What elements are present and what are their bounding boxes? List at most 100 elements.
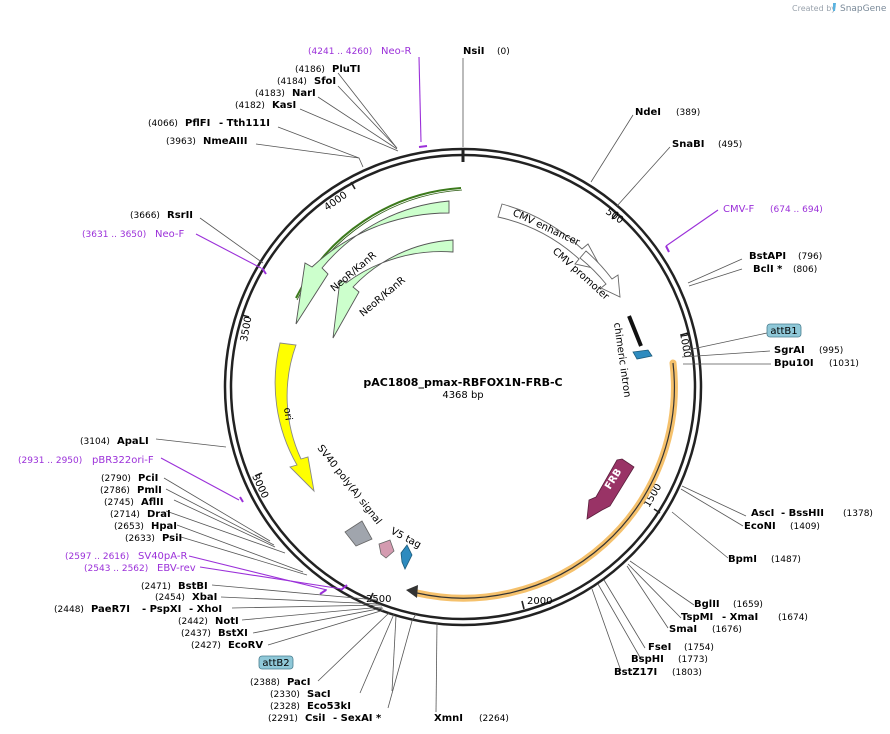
primer-sv40pa-r-name: SV40pA-R xyxy=(138,551,187,562)
site-paci-pos: (2388) xyxy=(250,678,280,688)
site-eco53ki-name: Eco53kI xyxy=(307,701,351,712)
site-eco53ki-pos: (2328) xyxy=(270,702,300,712)
site-bglii-name: BglII xyxy=(694,599,720,610)
tick-label-2500: 2500 xyxy=(366,594,391,605)
ori-label: ori xyxy=(281,407,294,421)
attb2-label: attB2 xyxy=(262,658,289,669)
site-bpu10i-name: Bpu10I xyxy=(774,358,814,369)
primer-cmv-f-name: CMV-F xyxy=(723,204,754,215)
site-sexai-name: - SexAI * xyxy=(333,713,382,724)
site-csii-pos: (2291) xyxy=(268,714,298,724)
site-pmli-name: PmlI xyxy=(137,485,162,496)
site-bstbi-name: BstBI xyxy=(178,581,208,592)
site-bsphi-name: BspHI xyxy=(631,654,664,665)
site-pflfi-name: PflFI xyxy=(185,118,210,129)
site-snabi-pos: (495) xyxy=(718,140,742,150)
site-csii-name: CsiI xyxy=(305,713,325,724)
site-ndei-pos: (389) xyxy=(676,108,700,118)
site-fsei-name: FseI xyxy=(648,642,671,653)
site-nari-name: NarI xyxy=(292,88,316,99)
chimeric-intron-mark xyxy=(627,315,643,347)
cmv-enhancer-label: CMV enhancer xyxy=(511,208,582,249)
site-xbai-pos: (2454) xyxy=(155,593,185,603)
site-bsshii-name: - BssHII xyxy=(781,508,824,519)
site-asci-pos: (1378) xyxy=(843,509,873,519)
primer-sv40pa-r-range: (2597 .. 2616) xyxy=(65,552,129,562)
site-pmli-pos: (2786) xyxy=(100,486,130,496)
site-ecorv-pos: (2427) xyxy=(191,641,221,651)
cmv-promoter-arrow xyxy=(579,250,621,298)
site-nari-pos: (4183) xyxy=(255,89,285,99)
primer-ebv-rev-name: EBV-rev xyxy=(157,563,196,574)
site-bstbi-pos: (2471) xyxy=(141,582,171,592)
site-pspxi-name: - PspXI xyxy=(142,604,181,615)
brand-created-by: Created by xyxy=(792,4,836,13)
attb1-label: attB1 xyxy=(770,326,797,337)
site-hpai-name: HpaI xyxy=(151,521,177,532)
site-ndei-name: NdeI xyxy=(635,107,661,118)
primer-cmv-f-range: (674 .. 694) xyxy=(770,205,823,215)
primer-neo-f-name: Neo-F xyxy=(155,229,185,240)
site-psii-name: PsiI xyxy=(162,533,182,544)
site-bpu10i-pos: (1031) xyxy=(829,359,859,369)
neor-kanr-arrow-1 xyxy=(295,200,450,325)
tick-label-1000: 1000 xyxy=(677,332,692,359)
site-bcli-pos: (806) xyxy=(793,265,817,275)
site-paer7i-name: PaeR7I xyxy=(91,604,130,615)
site-aflii-name: AflII xyxy=(141,497,164,508)
attb1-box xyxy=(766,323,802,338)
site-rsrii-name: RsrII xyxy=(167,210,193,221)
site-xmai-name: - XmaI xyxy=(722,612,758,623)
site-bpmi-name: BpmI xyxy=(728,554,757,565)
site-bpmi-pos: (1487) xyxy=(771,555,801,565)
site-paci-name: PacI xyxy=(287,677,310,688)
site-snabi-name: SnaBI xyxy=(672,139,704,150)
site-saci-pos: (2330) xyxy=(270,690,300,700)
attb2-box xyxy=(258,655,294,670)
frb-arrow xyxy=(586,458,635,520)
site-bstz17i-pos: (1803) xyxy=(672,668,702,678)
site-nmeaiii-pos: (3963) xyxy=(166,137,196,147)
site-rsrii-pos: (3666) xyxy=(130,211,160,221)
site-tspmi-name: TspMI xyxy=(681,612,713,623)
site-pcii-name: PciI xyxy=(138,473,158,484)
site-apali-pos: (3104) xyxy=(80,437,110,447)
site-fsei-pos: (1754) xyxy=(684,643,714,653)
site-tth111i-name: - Tth111I xyxy=(219,118,270,129)
site-saci-name: SacI xyxy=(307,689,331,700)
site-bstapi-pos: (796) xyxy=(798,252,822,262)
site-nsii-pos: (0) xyxy=(497,47,510,57)
site-drai-pos: (2714) xyxy=(110,510,140,520)
site-sfoi-pos: (4184) xyxy=(277,77,307,87)
primer-ebv-rev-range: (2543 .. 2562) xyxy=(84,564,148,574)
plasmid-length: 4368 bp xyxy=(442,390,483,401)
site-smai-name: SmaI xyxy=(669,624,697,635)
tick-marks xyxy=(241,181,689,610)
sv40-polya-label: SV40 poly(A) signal xyxy=(315,443,384,527)
site-pluti-pos: (4186) xyxy=(295,65,325,75)
site-xmni-name: XmnI xyxy=(434,713,463,724)
primer-marks xyxy=(239,145,670,595)
tick-label-2000: 2000 xyxy=(527,596,552,607)
site-sfoi-name: SfoI xyxy=(314,76,336,87)
neo-label-2: NeoR/KanR xyxy=(358,275,408,319)
site-ecorv-name: EcoRV xyxy=(228,640,263,651)
site-pluti-name: PluTI xyxy=(332,64,360,75)
site-nsii-name: NsiI xyxy=(463,46,484,57)
chimeric-intron-arrow-icon xyxy=(632,349,653,360)
primer-neo-r-range: (4241 .. 4260) xyxy=(308,47,372,57)
primer-pbr322-range: (2931 .. 2950) xyxy=(18,456,82,466)
site-bstapi-name: BstAPI xyxy=(749,251,786,262)
site-kasi-pos: (4182) xyxy=(235,101,265,111)
neor-kanr-arrow-2 xyxy=(332,239,454,339)
backbone-outer-circle xyxy=(223,147,703,627)
primer-neo-f-range: (3631 .. 3650) xyxy=(82,230,146,240)
site-sgrai-pos: (995) xyxy=(819,346,843,356)
chimeric-intron-label: chimeric intron xyxy=(611,322,632,398)
v5-tag-arrow-icon xyxy=(400,544,413,570)
site-apali-name: ApaLI xyxy=(117,436,149,447)
site-econi-name: EcoNI xyxy=(744,521,776,532)
site-noti-pos: (2442) xyxy=(178,617,208,627)
site-bstxi-pos: (2437) xyxy=(181,629,211,639)
site-asci-name: AscI xyxy=(751,508,774,519)
